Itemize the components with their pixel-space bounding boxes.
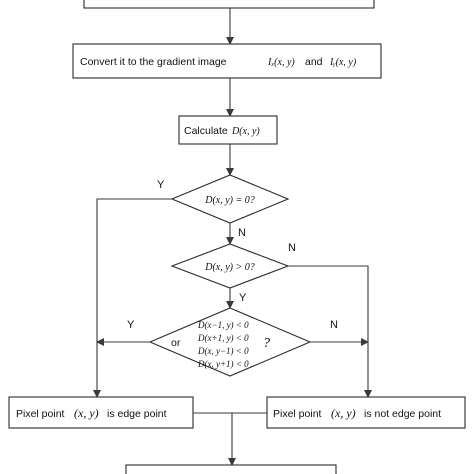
label-zero-yes: Y [157, 179, 165, 191]
decision-neighbors-line-3: D(x, y−1) < 0 [197, 346, 249, 356]
decision-neighbors-line-4: D(x, y+1) < 0 [197, 359, 249, 369]
calculate-box-math: D(x, y) [231, 126, 260, 137]
gradient-box-conj: and [305, 56, 323, 68]
gradient-box-label: Convert it to the gradient image [80, 56, 227, 68]
label-neighbors-yes: Y [127, 319, 135, 331]
edge-point-box: Pixel point (x, y) is edge point [8, 396, 194, 429]
bottom-process-box [125, 464, 337, 474]
not-edge-point-math: (x, y) [331, 406, 356, 420]
gradient-y-math: Iᵧ(x, y) [329, 57, 357, 68]
edge-point-math: (x, y) [74, 406, 99, 420]
not-edge-point-prefix: Pixel point [273, 408, 322, 420]
edge-point-suffix: is edge point [107, 408, 167, 420]
not-edge-point-suffix: is not edge point [364, 408, 441, 420]
decision-neighbors-line-2: D(x+1, y) < 0 [197, 333, 249, 343]
not-edge-point-box: Pixel point (x, y) is not edge point [266, 396, 466, 429]
edge-positive-no [288, 265, 372, 398]
decision-neighbors-line-1: D(x−1, y) < 0 [197, 320, 249, 330]
decision-positive: D(x, y) > 0? [170, 243, 290, 289]
decision-zero-text: D(x, y) = 0? [204, 195, 255, 206]
label-neighbors-no: N [330, 319, 338, 331]
label-zero-no: N [238, 227, 246, 239]
label-positive-yes: Y [239, 292, 247, 304]
decision-positive-text: D(x, y) > 0? [204, 262, 255, 273]
decision-neighbors-q: ? [263, 336, 270, 351]
decision-neighbors-or: or [171, 337, 181, 349]
calculate-box: Calculate D(x, y) [178, 115, 278, 145]
label-positive-no: N [288, 242, 296, 254]
top-process-box [83, 0, 375, 9]
edge-zero-yes [93, 198, 172, 398]
edge-point-prefix: Pixel point [16, 408, 65, 420]
decision-zero: D(x, y) = 0? [170, 174, 290, 224]
calculate-box-label: Calculate [184, 125, 228, 137]
gradient-image-box: Convert it to the gradient image Iₓ(x, y… [72, 43, 382, 79]
decision-neighbors: or D(x−1, y) < 0 D(x+1, y) < 0 D(x, y−1)… [148, 307, 312, 377]
gradient-x-math: Iₓ(x, y) [267, 57, 295, 68]
